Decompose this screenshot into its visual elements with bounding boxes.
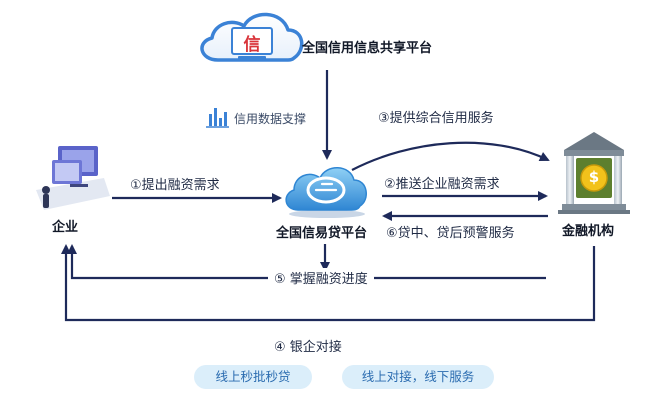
node-label-financial-institution: 金融机构 (562, 224, 615, 239)
edge-label-financing-demand: ①提出融资需求 (130, 178, 220, 193)
credit-char-icon: 信 (243, 35, 261, 55)
enterprise-office-icon (36, 146, 110, 210)
edge-label-financing-progress: ⑤ 掌握融资进度 (268, 268, 374, 287)
node-label-enterprise: 企业 (52, 220, 79, 235)
arrow-comprehensive-credit-service (351, 141, 550, 171)
edge-label-credit-data-support: 信用数据支撑 (234, 112, 307, 126)
bank-building-icon (558, 132, 630, 214)
dollar-icon: $ (588, 168, 600, 186)
pill-online-offline-service: 线上对接，线下服务 (342, 365, 494, 389)
edge-label-push-financing-demand: ②推送企业融资需求 (384, 177, 500, 192)
cloud-server-icon (200, 12, 304, 62)
edge-label-risk-warning-service: ⑥贷中、贷后预警服务 (386, 226, 515, 241)
pill-instant-approval: 线上秒批秒贷 (194, 365, 312, 389)
arrow-progress-to-enterprise (67, 244, 546, 280)
edge-label-comprehensive-credit-service: ③提供综合信用服务 (378, 111, 494, 126)
node-label-credit-loan-platform: 全国信易贷平台 (276, 226, 368, 241)
node-label-credit-info-platform: 全国信用信息共享平台 (302, 41, 433, 56)
bar-chart-icon (206, 108, 229, 128)
credit-platform-cloud-icon (285, 167, 367, 218)
arrow-bank-enterprise-matching (61, 244, 596, 322)
edge-label-bank-enterprise-matching: ④ 银企对接 (274, 340, 342, 355)
